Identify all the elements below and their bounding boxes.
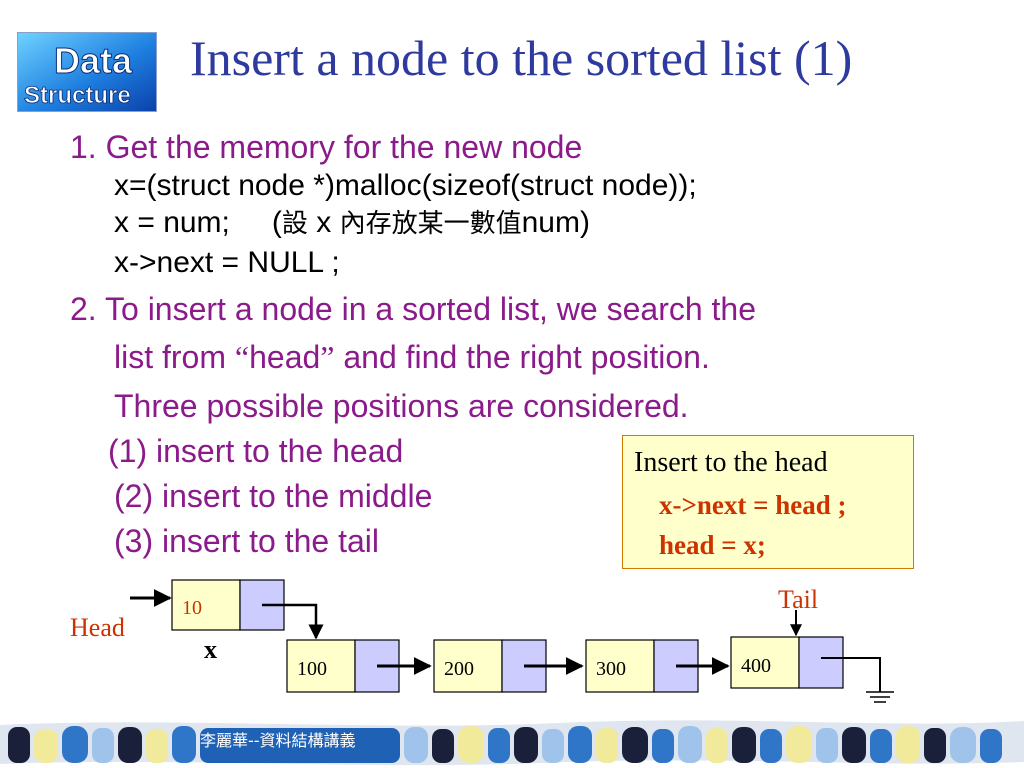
step2-line2-a: list from [114,339,235,375]
step2-head-word: head [249,339,321,375]
x-label: x [204,635,217,664]
callout-title: Insert to the head [634,447,828,478]
footer-blocks [8,726,1002,763]
new-node-data-cell [171,579,241,631]
node-300-data-cell [585,639,655,693]
tail-label: Tail [778,585,818,614]
quote-close: ” [320,339,335,375]
logo-line2: Structure [24,82,131,109]
list-node-100: 100 [286,639,400,693]
node-200-value: 200 [444,658,474,680]
step1-code-malloc: x=(struct node *)malloc(sizeof(struct no… [114,169,697,202]
list-node-400: 400 [730,636,844,689]
node-400-data-cell [730,636,800,689]
quote-open: “ [234,339,250,375]
step2-line1: 2. To insert a node in a sorted list, we… [70,291,757,327]
slide-title: Insert a node to the sorted list (1) [190,30,853,86]
head-label: Head [70,613,125,642]
code-assign-prefix: x = num; [114,206,230,239]
option-insert-head: (1) insert to the head [108,433,404,469]
node-100-value: 100 [297,658,327,680]
option-insert-middle: (2) insert to the middle [114,478,433,514]
callout-code-line2: head = x; [659,530,766,560]
data-structure-logo: Data Structure [17,32,157,112]
code-x: x [307,206,340,239]
new-node-next-arrow [262,603,324,640]
step2-line2-b: and find the right position. [334,339,710,375]
step2-line3: Three possible positions are considered. [114,388,689,424]
node-300-value: 300 [596,658,626,680]
logo-line1: Data [54,40,133,81]
code-cjk-set: 設 [281,209,308,239]
node-400-pointer-cell [798,636,844,689]
node-400-value: 400 [741,655,771,677]
step2-line2: list from “head” and find the right posi… [114,338,710,376]
new-node-value: 10 [182,597,202,619]
node-100-data-cell [286,639,356,693]
footer-author-text: 李麗華--資料結構講義 [200,731,356,750]
code-cjk-desc: 內存放某一數值 [339,209,522,239]
code-num: num) [521,206,590,239]
linked-list-diagram: Head Tail x 10 100 200 300 400 [70,579,894,703]
null-ground-icon [821,657,894,703]
step1-code-null: x->next = NULL ; [114,246,340,279]
option-insert-tail: (3) insert to the tail [114,523,379,559]
step1-heading: 1. Get the memory for the new node [70,129,583,165]
step1-code-assign: x = num; (設 x 內存放某一數值num) [114,205,590,242]
code-paren-open: ( [271,206,282,239]
insert-head-callout: Insert to the head x->next = head ; head… [622,435,914,569]
callout-code-line1: x->next = head ; [659,490,847,520]
footer-decorative-band [0,715,1024,768]
